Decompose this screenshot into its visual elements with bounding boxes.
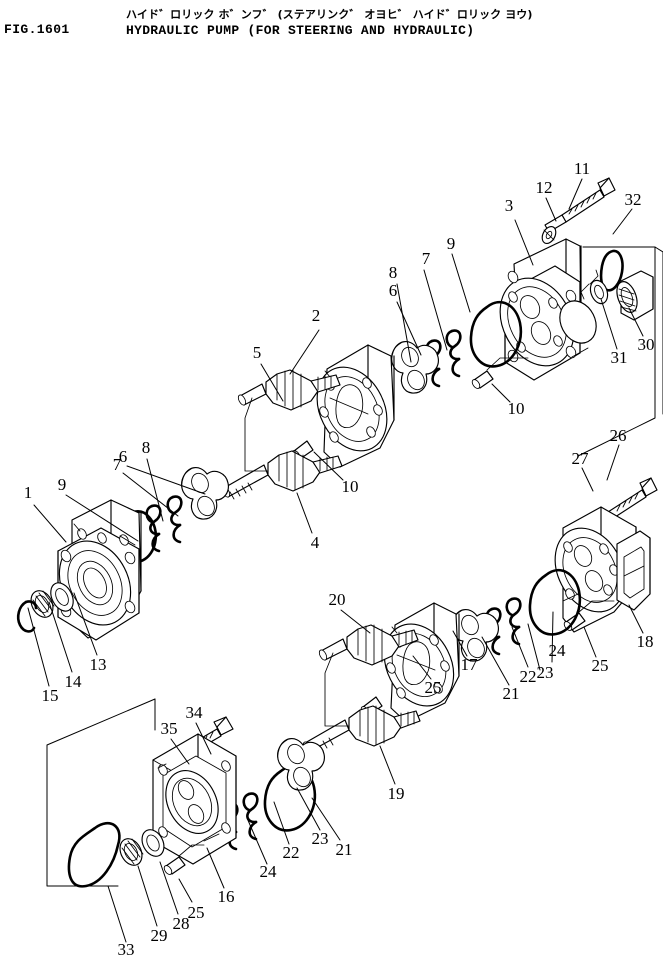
lower-rear-body-18 (554, 477, 658, 633)
callout-26: 26 (610, 426, 627, 445)
callout-3: 3 (505, 196, 514, 215)
bearing-plate-lower-center (277, 738, 325, 791)
driven-gear-20 (318, 624, 419, 666)
figure-number: FIG.1601 (4, 22, 70, 37)
callout-25c: 25 (188, 903, 205, 922)
callout-6b: 6 (389, 281, 398, 300)
lower-gear-housing-17 (383, 602, 460, 723)
callout-29: 29 (151, 926, 168, 945)
title-japanese: ハイド゛ロリック ホ゛ンフ゛ (ステアリンク゛ オヨヒ゛ ハイド゛ロリック ヨウ… (126, 8, 533, 21)
callout-12: 12 (536, 178, 553, 197)
pump-rear-cover-3 (499, 238, 597, 381)
callout-11: 11 (574, 159, 590, 178)
pump-front-cover-1 (57, 499, 142, 641)
callout-21b: 21 (336, 840, 353, 859)
callout-15: 15 (42, 686, 59, 705)
pin-10-upper (471, 370, 494, 389)
callout-9: 9 (58, 475, 67, 494)
lower-center-seal-stack (222, 738, 325, 851)
callout-1: 1 (24, 483, 33, 502)
callout-24b: 24 (260, 862, 278, 881)
driven-gear-5 (237, 369, 341, 411)
callout-10: 10 (342, 477, 359, 496)
callout-25: 25 (425, 678, 442, 697)
o-ring-33 (67, 822, 121, 888)
bearing-plate-upper-left (181, 467, 229, 520)
leader-lines (27, 178, 644, 943)
callout-4: 4 (311, 533, 320, 552)
callout-19: 19 (388, 784, 405, 803)
callout-numbers: 1 2 3 4 5 6 7 8 9 6 7 8 9 10 10 11 12 13… (24, 159, 655, 958)
callout-32: 32 (625, 190, 642, 209)
callout-14: 14 (65, 672, 83, 691)
washer-12 (541, 225, 557, 245)
callout-34: 34 (186, 703, 204, 722)
callout-13: 13 (90, 655, 107, 674)
bearing-14 (30, 590, 55, 618)
callout-2: 2 (312, 306, 321, 325)
callout-7b: 7 (422, 249, 431, 268)
callout-18: 18 (637, 632, 654, 651)
callout-33: 33 (118, 940, 135, 958)
callout-8b: 8 (389, 263, 398, 282)
callout-17: 17 (461, 655, 479, 674)
lower-right-seal-stack (451, 569, 582, 662)
drive-gear-4 (221, 450, 343, 500)
callout-23b: 23 (312, 829, 329, 848)
seal-31 (589, 279, 609, 305)
callout-10b: 10 (508, 399, 525, 418)
upper-gear-housing-2 (316, 344, 395, 468)
callout-27: 27 (572, 449, 590, 468)
callout-21: 21 (503, 684, 520, 703)
callout-6: 6 (119, 447, 128, 466)
callout-16: 16 (218, 887, 235, 906)
callout-24: 24 (549, 641, 567, 660)
title-english: HYDRAULIC PUMP (FOR STEERING AND HYDRAUL… (126, 23, 475, 38)
upper-seal-stack (391, 301, 523, 394)
oil-seal-13 (50, 582, 74, 612)
callout-31: 31 (611, 348, 628, 367)
callout-22: 22 (520, 667, 537, 686)
detail-frame-bushing (577, 246, 663, 457)
callout-7: 7 (113, 455, 122, 474)
upper-rear-cover-assembly (471, 177, 616, 389)
lower-cover-plate-16 (152, 716, 237, 865)
callout-22b: 22 (283, 843, 300, 862)
callout-8: 8 (142, 438, 151, 457)
bushing-detail-group (580, 249, 654, 321)
bolt-11 (544, 177, 616, 233)
callout-5: 5 (253, 343, 262, 362)
callout-9b: 9 (447, 234, 456, 253)
callout-28: 28 (173, 914, 190, 933)
callout-23: 23 (537, 663, 554, 682)
callout-20: 20 (329, 590, 346, 609)
bearing-29 (119, 838, 144, 866)
pin-25-left (163, 856, 186, 875)
oil-seal-28 (141, 829, 165, 857)
upper-left-seal-stack (116, 467, 229, 564)
bearing-plate-upper (391, 341, 439, 394)
callout-25b: 25 (592, 656, 609, 675)
callout-30: 30 (638, 335, 655, 354)
callout-35: 35 (161, 719, 178, 738)
snap-ring-15 (16, 600, 38, 633)
